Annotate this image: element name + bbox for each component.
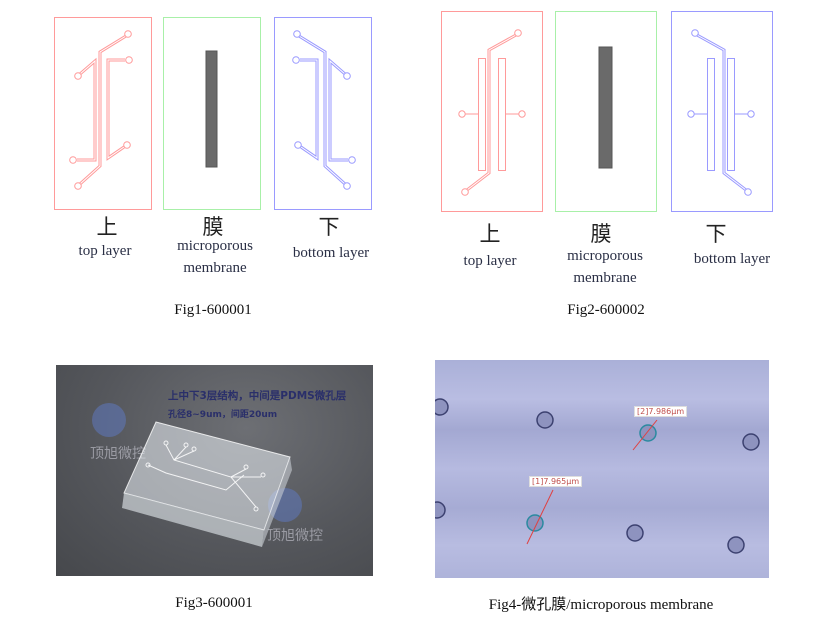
fig2-membrane-frame xyxy=(555,11,657,212)
fig2-membrane-label-en1: microporous xyxy=(567,248,643,264)
pore xyxy=(742,433,760,451)
fig1-membrane-frame xyxy=(163,17,261,210)
pore-field xyxy=(435,398,760,554)
photo-overlay-line2: 孔径8~9um，间距20um xyxy=(168,410,278,420)
fig2-bottom-channels xyxy=(687,29,755,196)
pore xyxy=(626,524,644,542)
fig1-top-channels xyxy=(69,30,133,190)
measure-line-1 xyxy=(526,489,554,545)
pore xyxy=(727,536,745,554)
pore xyxy=(435,501,446,519)
fig4-caption: Fig4-微孔膜/microporous membrane xyxy=(488,597,714,613)
fig1-membrane-label-en1: microporous xyxy=(177,238,253,254)
chip-photo: 上中下3层结构，中间是PDMS微孔层 孔径8~9um，间距20um 顶旭微控 顶… xyxy=(56,365,373,576)
photo-overlay-line1: 上中下3层结构，中间是PDMS微孔层 xyxy=(168,390,347,402)
fig2-bottom-label-cn: 下 xyxy=(705,222,727,246)
fig1-membrane-label-en2: membrane xyxy=(183,260,247,276)
watermark-text: 顶旭微控 xyxy=(90,447,146,462)
measure-line-2 xyxy=(632,419,658,451)
fig2-top-layer-frame xyxy=(441,11,543,212)
fig2-caption: Fig2-600002 xyxy=(567,302,645,318)
fig1-top-label-cn: 上 xyxy=(96,215,118,239)
watermark-logo-icon xyxy=(92,403,126,437)
fig2-top-label-en: top layer xyxy=(463,253,517,269)
fig2-top-label-cn: 上 xyxy=(479,222,501,246)
chip-illustration xyxy=(122,421,292,547)
fig1-bottom-channels xyxy=(292,30,356,190)
pore xyxy=(435,398,449,416)
fig1-bottom-layer-frame xyxy=(274,17,372,210)
fig2-membrane xyxy=(598,46,613,169)
measurement-label-1: [1]7.965µm xyxy=(529,476,583,487)
pore xyxy=(536,411,554,429)
fig1-membrane-label-cn: 膜 xyxy=(202,215,224,239)
fig1-bottom-label-en: bottom layer xyxy=(292,245,370,261)
membrane-micrograph: [2]7.986µm [1]7.965µm xyxy=(435,360,769,578)
fig1-top-label-en: top layer xyxy=(78,243,132,259)
fig1-membrane xyxy=(205,50,218,168)
fig1-bottom-label-cn: 下 xyxy=(318,215,340,239)
fig2-membrane-label-cn: 膜 xyxy=(590,222,612,246)
fig2-bottom-label-en: bottom layer xyxy=(693,251,771,267)
pore xyxy=(526,514,544,532)
fig2-membrane-label-en2: membrane xyxy=(573,270,637,286)
fig1-top-layer-frame xyxy=(54,17,152,210)
fig2-bottom-layer-frame xyxy=(671,11,773,212)
watermark-text: 顶旭微控 xyxy=(267,529,323,544)
fig2-top-channels xyxy=(458,29,526,196)
fig3-caption: Fig3-600001 xyxy=(175,595,253,611)
measurement-label-2: [2]7.986µm xyxy=(634,406,688,417)
fig1-caption: Fig1-600001 xyxy=(174,302,252,318)
